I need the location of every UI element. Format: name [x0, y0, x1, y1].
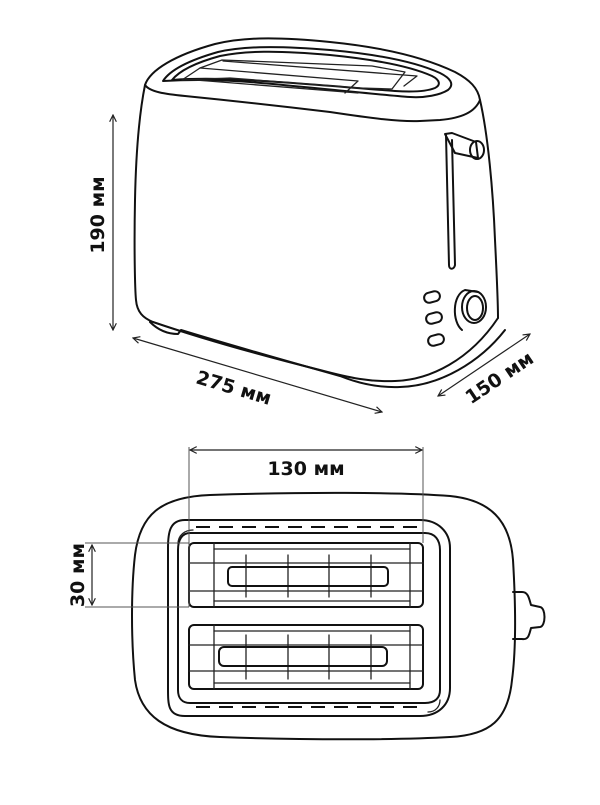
button-2[interactable]	[425, 311, 443, 325]
dimension-slot-width: 30 мм	[67, 542, 189, 608]
slot-frame-outer	[167, 519, 451, 717]
dimension-depth: 150 мм	[438, 334, 538, 409]
slot-width-label: 30 мм	[67, 543, 89, 607]
lever[interactable]	[444, 132, 485, 270]
dimension-length: 275 мм	[133, 338, 382, 412]
slot-frame-inner	[177, 532, 441, 704]
slot-length-label: 130 мм	[267, 458, 344, 480]
toaster-body	[133, 37, 506, 389]
length-label: 275 мм	[194, 367, 274, 410]
button-3[interactable]	[427, 333, 445, 347]
slot-1	[188, 542, 424, 608]
slot-rear-back	[181, 59, 406, 90]
button-1[interactable]	[423, 290, 441, 304]
height-label: 190 мм	[87, 176, 109, 253]
slot-1-bread-guide	[227, 566, 389, 587]
perspective-view: 190 мм 275 мм 150 мм	[87, 37, 538, 412]
slot-2-bread-guide	[218, 646, 388, 667]
top-slots	[162, 46, 453, 99]
dimension-slot-length: 130 мм	[188, 447, 424, 607]
outer-body	[131, 491, 517, 741]
control-buttons[interactable]	[423, 290, 445, 347]
dimension-height: 190 мм	[87, 115, 113, 330]
depth-label: 150 мм	[461, 347, 537, 408]
slot-2	[188, 624, 424, 690]
top-view: 130 мм 30 мм	[67, 447, 546, 741]
browning-knob[interactable]	[453, 289, 487, 331]
lever-side[interactable]	[512, 591, 546, 641]
